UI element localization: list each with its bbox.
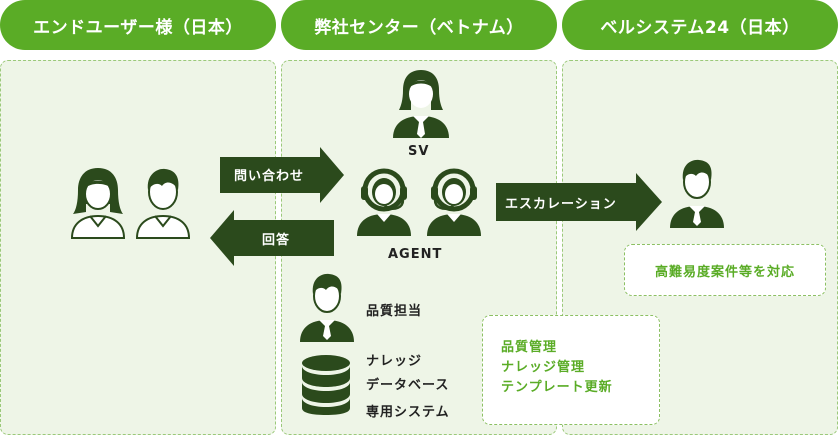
task-template: テンプレート更新 [501, 380, 613, 395]
escalation-label: エスカレーション [505, 197, 617, 212]
agent-label: AGENT [388, 247, 443, 262]
database-icon [302, 355, 350, 415]
female-customer-icon [70, 168, 126, 239]
sv-label: SV [408, 144, 430, 159]
bellsystem-staff-icon [670, 159, 724, 228]
difficult-cases-note: 高難易度案件等を対応 [624, 244, 826, 296]
tasks-note: 品質管理 ナレッジ管理 テンプレート更新 [482, 315, 660, 425]
header-center: 弊社センター（ベトナム） [281, 0, 557, 50]
header-customer: エンドユーザー様（日本） [0, 0, 276, 50]
answer-arrow [210, 210, 334, 266]
agent-1-icon [357, 168, 411, 236]
task-quality: 品質管理 [501, 340, 558, 355]
quality-staff-icon [300, 273, 354, 342]
quality-label: 品質担当 [366, 304, 423, 319]
database-label-3: 専用システム [366, 405, 450, 420]
male-customer-icon [135, 168, 191, 239]
difficult-cases-text: 高難易度案件等を対応 [654, 264, 795, 280]
supervisor-icon [393, 70, 449, 138]
header-bellsystem: ベルシステム24（日本） [562, 0, 838, 50]
answer-label: 回答 [262, 233, 291, 248]
task-knowledge: ナレッジ管理 [501, 360, 586, 375]
inquiry-label: 問い合わせ [234, 169, 305, 184]
escalation-arrow [496, 173, 662, 231]
database-label-2: データベース [366, 378, 450, 393]
inquiry-arrow [220, 147, 344, 203]
database-label-1: ナレッジ [366, 354, 423, 369]
agent-2-icon [427, 168, 481, 236]
